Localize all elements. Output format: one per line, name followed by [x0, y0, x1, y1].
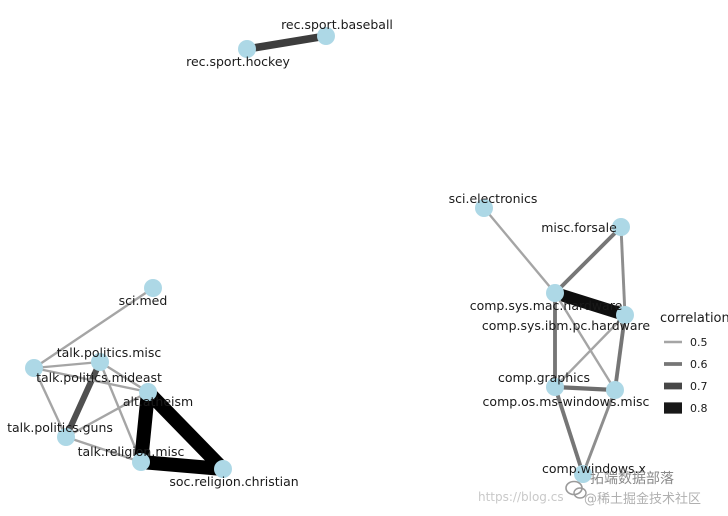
node-label-guns: talk.politics.guns: [7, 420, 113, 435]
node-graphics: [546, 378, 564, 396]
node-label-mac: comp.sys.mac.hardware: [470, 298, 623, 313]
node-label-forsale: misc.forsale: [541, 220, 617, 235]
node-label-ibm: comp.sys.ibm.pc.hardware: [482, 318, 651, 333]
watermark-badge-text: 拓端数据部落: [590, 471, 674, 487]
edge-med-mideast: [33, 287, 154, 369]
node-label-baseball: rec.sport.baseball: [281, 17, 393, 32]
edge-mswin-windowsx: [581, 389, 617, 475]
node-guns: [57, 428, 75, 446]
legend-label-2: 0.7: [690, 380, 708, 393]
node-ibm: [616, 306, 634, 324]
node-label-hockey: rec.sport.hockey: [186, 54, 290, 69]
edge-relmisc-christian: [140, 455, 224, 476]
edge-polmisc-atheism: [99, 360, 149, 394]
node-hockey: [238, 40, 256, 58]
edge-mideast-atheism: [33, 366, 149, 394]
edge-forsale-mac: [553, 225, 623, 295]
node-atheism: [139, 383, 157, 401]
edge-mac-ibm: [553, 287, 627, 321]
edge-ibm-graphics: [554, 314, 626, 388]
edges-layer: [32, 32, 627, 476]
node-christian: [214, 460, 232, 478]
edge-forsale-ibm: [619, 226, 627, 316]
edge-atheism-christian: [142, 387, 229, 474]
node-forsale: [612, 218, 630, 236]
edge-guns-relmisc: [65, 435, 142, 464]
node-label-relmisc: talk.religion.misc: [78, 444, 185, 459]
watermark-url: https://blog.cs: [478, 490, 564, 504]
edge-hockey-baseball: [246, 32, 327, 53]
node-relmisc: [132, 453, 150, 471]
watermark-badge: 拓端数据部落 @稀土掘金技术社区: [560, 466, 728, 514]
wechat-icon: [565, 480, 587, 499]
node-label-electronics: sci.electronics: [449, 191, 538, 206]
node-label-atheism: alt.atheism: [123, 394, 193, 409]
node-label-christian: soc.religion.christian: [169, 474, 298, 489]
edge-polmisc-guns: [63, 360, 103, 439]
node-polmisc: [91, 353, 109, 371]
node-mswin: [606, 381, 624, 399]
node-mideast: [25, 359, 43, 377]
node-label-med: sci.med: [119, 293, 168, 308]
node-med: [144, 279, 162, 297]
edge-guns-atheism: [65, 390, 149, 439]
node-label-mideast: talk.politics.mideast: [36, 370, 162, 385]
node-label-polmisc: talk.politics.misc: [57, 345, 162, 360]
node-label-windowsx: comp.windows.x: [542, 461, 646, 476]
node-label-graphics: comp.graphics: [498, 370, 590, 385]
labels-layer: rec.sport.baseball rec.sport.hockey sci.el…: [7, 17, 650, 489]
edge-ibm-mswin: [613, 314, 627, 391]
node-baseball: [317, 27, 335, 45]
legend-title: correlation: [660, 311, 728, 326]
legend-label-0: 0.5: [690, 336, 708, 349]
correlation-legend: correlation 0.5 0.6 0.7 0.8: [660, 311, 728, 415]
edge-graphics-windowsx: [553, 386, 585, 475]
edge-polmisc-relmisc: [98, 361, 143, 463]
node-mac: [546, 284, 564, 302]
edge-mac-mswin: [553, 292, 617, 391]
node-windowsx: [574, 465, 592, 483]
edge-mideast-guns: [32, 367, 68, 438]
node-label-mswin: comp.os.ms-windows.misc: [483, 394, 650, 409]
edge-graphics-mswin: [554, 384, 616, 393]
watermark-overlay-text: @稀土掘金技术社区: [584, 492, 702, 507]
edge-electronics-mac: [483, 207, 556, 294]
edge-atheism-relmisc: [134, 391, 155, 463]
edge-polmisc-mideast: [33, 360, 101, 370]
legend-items: 0.5 0.6 0.7 0.8: [664, 336, 708, 415]
nodes-layer: [25, 27, 634, 483]
legend-label-3: 0.8: [690, 402, 708, 415]
node-electronics: [475, 199, 493, 217]
legend-label-1: 0.6: [690, 358, 708, 371]
